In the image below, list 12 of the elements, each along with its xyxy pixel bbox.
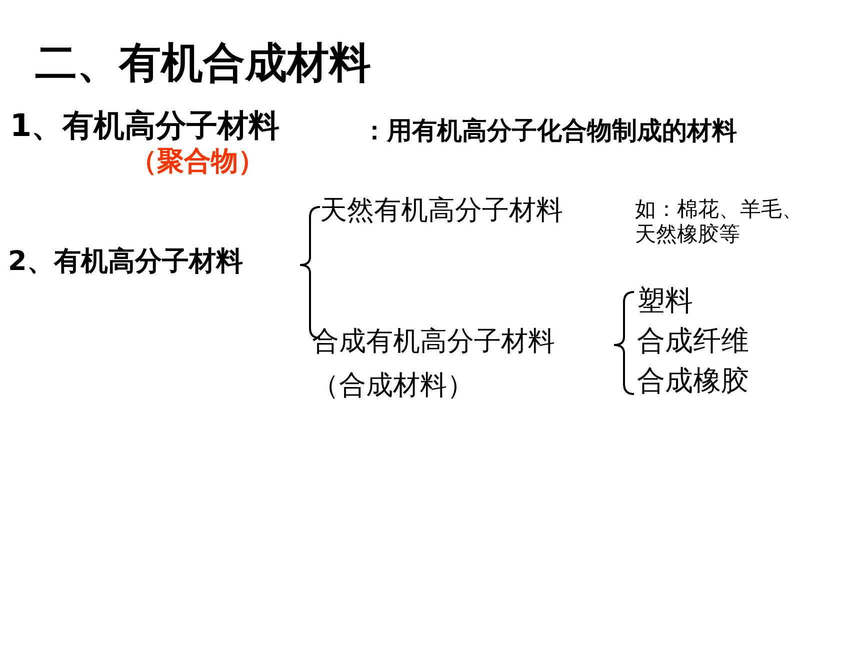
term-heading: 2、有机高分子材料 bbox=[8, 246, 243, 278]
item-label: 塑料 bbox=[637, 284, 693, 318]
item-label: 合成纤维 bbox=[637, 324, 749, 358]
definition-text: ：用有机高分子化合物制成的材料 bbox=[362, 116, 737, 146]
term-heading: 1、有机高分子材料 bbox=[10, 108, 280, 146]
category-label: 合成有机高分子材料 bbox=[312, 326, 555, 358]
item-label: 合成橡胶 bbox=[637, 364, 749, 398]
example-text: 如：棉花、羊毛、天然橡胶等 bbox=[635, 197, 804, 248]
category-label: 天然有机高分子材料 bbox=[320, 195, 563, 228]
term-note: （聚合物） bbox=[130, 146, 265, 178]
slide-title: 二、有机合成材料 bbox=[35, 38, 371, 88]
category-note: （合成材料） bbox=[312, 370, 474, 402]
